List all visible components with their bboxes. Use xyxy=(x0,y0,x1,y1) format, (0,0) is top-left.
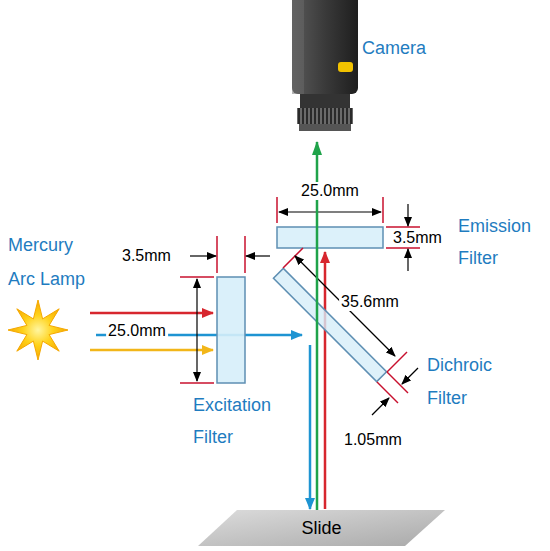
camera-illustration xyxy=(292,0,358,131)
camera-body xyxy=(292,0,358,94)
lens-knurl xyxy=(297,108,353,124)
tick xyxy=(180,382,214,384)
camera-highlight xyxy=(292,0,304,94)
camera-node: Camera xyxy=(290,0,435,132)
tick xyxy=(216,236,218,273)
lens-mount xyxy=(300,94,350,108)
dim-arrow xyxy=(402,368,418,384)
yellow-beam xyxy=(90,349,213,352)
tick xyxy=(382,197,384,223)
dim-arrow xyxy=(407,249,408,271)
part-label: Camera xyxy=(362,38,426,59)
emission-filter xyxy=(277,227,383,248)
dim-arrow xyxy=(190,255,216,256)
tick xyxy=(244,236,246,273)
dimension-label: 3.5mm xyxy=(120,247,173,265)
dim-arrow xyxy=(372,398,389,415)
slide-node: Slide xyxy=(198,510,445,546)
dim-arrow xyxy=(196,279,197,381)
tick xyxy=(283,248,303,268)
dimension-label: 1.05mm xyxy=(342,431,404,449)
tick xyxy=(387,372,408,393)
dim-arrow xyxy=(407,204,408,226)
dim-arrow xyxy=(246,255,270,256)
camera-logo xyxy=(338,62,353,72)
part-label: Emission Filter xyxy=(458,210,544,274)
dimension-label: 3.5mm xyxy=(391,229,444,247)
dimension-label: 25.0mm xyxy=(106,322,168,340)
part-label: Dichroic Filter xyxy=(427,349,519,415)
part-label: Excitation Filter xyxy=(193,389,289,453)
dimension-ticks xyxy=(180,197,420,403)
tick xyxy=(387,352,407,372)
slide-shape xyxy=(198,510,445,546)
dimension-label: 35.6mm xyxy=(339,293,401,311)
tick xyxy=(276,197,278,223)
red-beam xyxy=(90,312,213,315)
excitation-filter xyxy=(217,277,245,383)
blue-beam-down xyxy=(309,345,312,509)
dimension-label: 25.0mm xyxy=(299,182,361,200)
red-emission-beam xyxy=(324,252,327,509)
lens-front xyxy=(299,124,351,131)
mercury-lamp-symbol xyxy=(8,300,68,360)
node-label: Slide xyxy=(301,518,341,539)
dim-arrow xyxy=(279,211,381,212)
part-label: Mercury Arc Lamp xyxy=(8,228,94,296)
dimension-arrows xyxy=(190,204,418,415)
tick xyxy=(386,226,420,228)
tick xyxy=(386,247,420,249)
tick xyxy=(180,276,214,278)
dichroic-filter xyxy=(273,268,386,381)
